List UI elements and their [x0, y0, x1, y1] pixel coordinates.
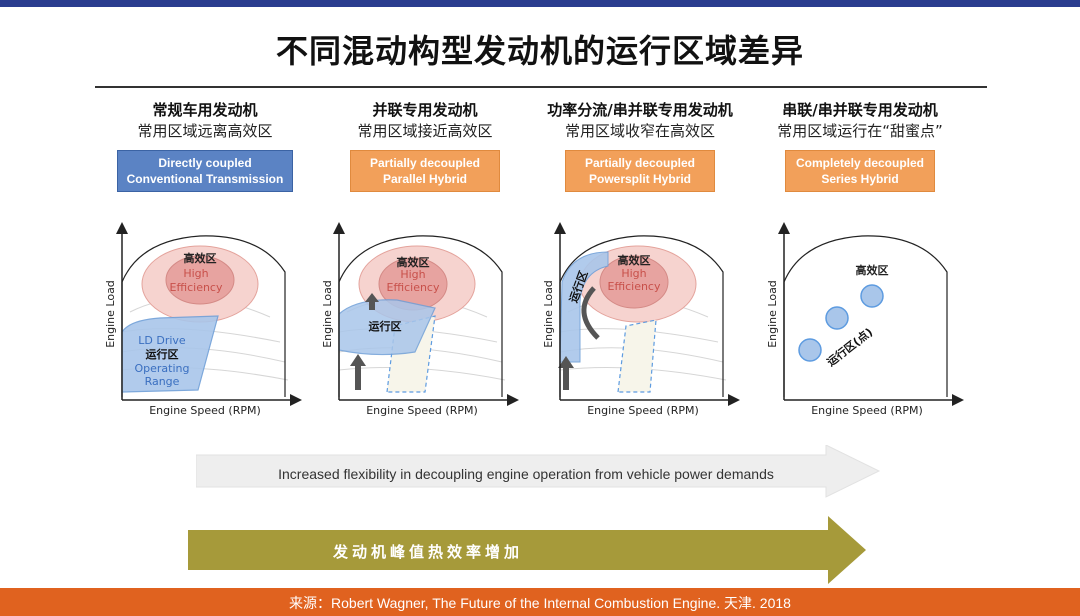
operating-point-mid [825, 306, 849, 330]
column-subheading: 常用区域接近高效区 [357, 122, 493, 140]
x-axis-label: Engine Speed (RPM) [587, 404, 699, 417]
y-axis-label: Engine Load [104, 280, 117, 348]
column-heading: 并联专用发动机 [372, 101, 478, 119]
top-accent-strip [0, 0, 1080, 7]
coupling-label-line2: Conventional Transmission [126, 172, 284, 186]
operating-range-en-line1: Operating [135, 362, 190, 375]
column-parallel: 并联专用发动机 常用区域接近高效区 Partially decoupled Pa… [320, 100, 530, 192]
engine-map-parallel: 高效区 High Efficiency 运行区 Engine Speed (RP… [321, 222, 519, 417]
source-citation: 来源：Robert Wagner, The Future of the Inte… [289, 595, 791, 611]
efficiency-arrow [188, 516, 866, 584]
coupling-label-line1: Partially decoupled [369, 156, 481, 170]
high-efficiency-en-line2: Efficiency [387, 281, 440, 294]
high-efficiency-cn-label: 高效区 [856, 263, 889, 277]
operating-range-cn-label: 运行区 [369, 319, 402, 333]
slide-title: 不同混动构型发动机的运行区域差异 [275, 32, 804, 70]
y-axis-label: Engine Load [321, 280, 334, 348]
column-series: 串联/串并联专用发动机 常用区域运行在“甜蜜点” Completely deco… [755, 100, 965, 192]
column-subheading: 常用区域运行在“甜蜜点” [777, 122, 943, 140]
column-heading: 常规车用发动机 [152, 101, 258, 119]
efficiency-arrow-label: 发动机峰值热效率增加 [332, 543, 523, 561]
coupling-label-line2: Parallel Hybrid [382, 172, 468, 186]
operating-point-low [798, 338, 822, 362]
column-heading: 功率分流/串并联专用发动机 [547, 101, 733, 119]
coupling-label-box: Partially decoupled Powersplit Hybrid [565, 150, 715, 192]
column-subheading: 常用区域收窄在高效区 [564, 122, 715, 140]
y-axis-label: Engine Load [542, 280, 555, 348]
x-axis-label: Engine Speed (RPM) [366, 404, 478, 417]
x-axis-label: Engine Speed (RPM) [149, 404, 261, 417]
coupling-label-box: Partially decoupled Parallel Hybrid [350, 150, 500, 192]
high-efficiency-cn-label: 高效区 [618, 253, 651, 267]
coupling-label-line1: Partially decoupled [584, 156, 696, 170]
flexibility-arrow [196, 445, 881, 498]
high-efficiency-en-line2: Efficiency [170, 281, 223, 294]
column-subheading: 常用区域远离高效区 [137, 122, 273, 140]
high-efficiency-en-line1: High [183, 267, 208, 280]
x-axis-label: Engine Speed (RPM) [811, 404, 923, 417]
engine-map-series: 高效区 运行区(点) Engine Speed (RPM) Engine Loa… [766, 222, 964, 417]
coupling-label-line1: Completely decoupled [795, 156, 925, 170]
engine-map-conventional: 高效区 High Efficiency LD Drive 运行区 Operati… [104, 222, 302, 417]
operating-point-high [860, 284, 884, 308]
source-footer [0, 588, 1080, 616]
coupling-label-line2: Series Hybrid [821, 172, 899, 186]
column-powersplit: 功率分流/串并联专用发动机 常用区域收窄在高效区 Partially decou… [535, 100, 745, 192]
coupling-label-line2: Powersplit Hybrid [588, 172, 692, 186]
high-efficiency-en-line2: Efficiency [608, 280, 661, 293]
y-axis-label: Engine Load [766, 280, 779, 348]
engine-map-powersplit: 高效区 High Efficiency 运行区 Engine Speed (RP… [542, 222, 740, 417]
column-conventional: 常规车用发动机 常用区域远离高效区 Directly coupled Conve… [100, 100, 310, 192]
column-heading: 串联/串并联专用发动机 [782, 101, 938, 119]
flexibility-arrow-label: Increased flexibility in decoupling engi… [278, 466, 774, 482]
high-efficiency-cn-label: 高效区 [184, 251, 217, 265]
high-efficiency-en-line1: High [400, 268, 425, 281]
operating-range-cn-label: 运行区 [146, 347, 179, 361]
title-divider [95, 86, 987, 88]
high-efficiency-cn-label: 高效区 [397, 255, 430, 269]
ld-drive-label: LD Drive [138, 334, 186, 347]
operating-point-cn-label: 运行区(点) [824, 325, 875, 369]
coupling-label-box: Completely decoupled Series Hybrid [785, 150, 935, 192]
coupling-label-box: Directly coupled Conventional Transmissi… [117, 150, 293, 192]
coupling-label-line1: Directly coupled [158, 156, 252, 170]
high-efficiency-en-line1: High [621, 267, 646, 280]
operating-range-en-line2: Range [145, 375, 180, 388]
